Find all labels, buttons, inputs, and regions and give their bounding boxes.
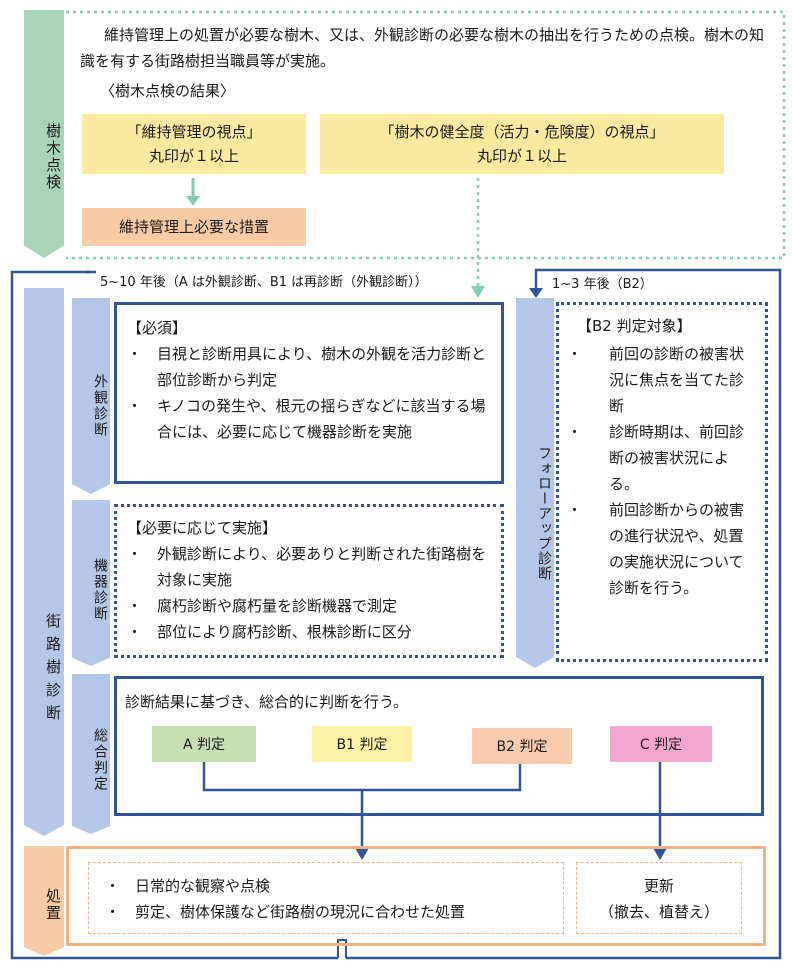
treatment-item-1: 日常的な観察や点検 xyxy=(105,873,553,899)
overall-judgement-bar: 総合判定 xyxy=(72,674,110,834)
interval-followup-label: 1~3 年後（B2） xyxy=(552,277,653,292)
diagnosis-side-label: 街路樹診断 xyxy=(44,612,62,728)
instrument-item-1: 外観診断により、必要ありと判断された街路樹を対象に実施 xyxy=(127,541,487,593)
box-maintenance-viewpoint: 「維持管理の視点」 丸印が１以上 xyxy=(82,114,306,174)
verdict-b2: B2 判定 xyxy=(472,728,572,764)
followup-diagnosis-heading: 【B2 判定対象】 xyxy=(577,317,692,335)
inspection-dotted-frame xyxy=(66,10,786,260)
instrument-item-2: 腐朽診断や腐朽量を診断機器で測定 xyxy=(127,593,487,619)
visual-diagnosis-label: 外観診断 xyxy=(92,374,108,438)
followup-item-3: 前回診断からの被害の進行状況や、処置の実施状況について診断を行う。 xyxy=(567,497,753,601)
box-maintenance-measures: 維持管理上必要な措置 xyxy=(82,208,306,246)
instrument-diagnosis-heading: 【必要に応じて実施】 xyxy=(127,519,278,537)
renewal-box: 更新 （撤去、植替え） xyxy=(576,862,742,934)
diagnosis-blue-frame-right xyxy=(346,268,782,960)
box-health-line2: 丸印が１以上 xyxy=(476,147,567,165)
box-health-viewpoint: 「樹木の健全度（活力・危険度）の視点」 丸印が１以上 xyxy=(320,114,724,174)
renewal-detail: （撤去、植替え） xyxy=(598,903,719,921)
followup-diagnosis-label: フォローアップ診断 xyxy=(536,445,552,581)
treatment-item-2: 剪定、樹体保護など街路樹の現況に合わせた処置 xyxy=(105,899,553,925)
interval-main-label: 5~10 年後（A は外観診断、B1 は再診断（外観診断）） xyxy=(100,275,428,290)
inspection-description: 維持管理上の処置が必要な樹木、又は、外観診断の必要な樹木の抽出を行うための点検。… xyxy=(80,26,765,70)
box-health-line1: 「樹木の健全度（活力・危険度）の視点」 xyxy=(379,123,665,141)
loop-bottom xyxy=(337,939,347,958)
treatment-items-box: 日常的な観察や点検 剪定、樹体保護など街路樹の現況に合わせた処置 xyxy=(88,862,564,934)
arrowhead-followup xyxy=(529,288,543,298)
diagnosis-side-bar: 街路樹診断 xyxy=(24,288,64,836)
inspection-results-heading: 〈樹木点検の結果〉 xyxy=(100,82,236,100)
instrument-diagnosis-box: 【必要に応じて実施】 外観診断により、必要ありと判断された街路樹を対象に実施 腐… xyxy=(114,504,504,658)
followup-item-1: 前回の診断の被害状況に焦点を当てた診断 xyxy=(567,341,753,419)
overall-judgement-box: 診断結果に基づき、総合的に判断を行う。 xyxy=(114,676,764,816)
visual-diagnosis-heading: 【必須】 xyxy=(127,319,188,337)
followup-item-2: 診断時期は、前回診断の被害状況による。 xyxy=(567,419,753,497)
arrowhead-treatment xyxy=(355,848,369,860)
box-maintenance-line1: 「維持管理の視点」 xyxy=(126,123,262,141)
arrowhead-health xyxy=(471,286,485,298)
treatment-outer-box xyxy=(66,846,766,946)
overall-judgement-label: 総合判定 xyxy=(92,728,108,792)
box-maintenance-line2: 丸印が１以上 xyxy=(148,147,239,165)
inspection-side-label: 樹木点検 xyxy=(44,123,62,191)
arrowhead-maintenance xyxy=(186,196,200,206)
overall-description: 診断結果に基づき、総合的に判断を行う。 xyxy=(125,693,409,711)
followup-diagnosis-bar: フォローアップ診断 xyxy=(516,298,554,668)
visual-diagnosis-bar: 外観診断 xyxy=(72,298,110,494)
renewal-title: 更新 xyxy=(643,877,674,895)
instrument-diagnosis-bar: 機器診断 xyxy=(72,500,110,666)
arrowhead-renewal xyxy=(653,848,667,860)
followup-diagnosis-box: 【B2 判定対象】 前回の診断の被害状況に焦点を当てた診断 診断時期は、前回診断… xyxy=(556,302,768,662)
verdict-b1: B1 判定 xyxy=(312,726,412,762)
verdict-c: C 判定 xyxy=(610,726,712,762)
instrument-item-3: 部位により腐朽診断、根株診断に区分 xyxy=(127,619,487,645)
visual-item-2: キノコの発生や、根元の揺らぎなどに該当する場合には、必要に応じて機器診断を実施 xyxy=(127,393,487,445)
treatment-side-label: 処置 xyxy=(44,888,62,922)
treatment-side-bar: 処置 xyxy=(24,846,64,956)
verdict-a: A 判定 xyxy=(152,726,256,762)
visual-item-1: 目視と診断用具により、樹木の外観を活力診断と部位診断から判定 xyxy=(127,341,487,393)
inspection-side-bar: 樹木点検 xyxy=(24,10,64,258)
visual-diagnosis-box: 【必須】 目視と診断用具により、樹木の外観を活力診断と部位診断から判定 キノコの… xyxy=(114,302,504,484)
diagnosis-blue-frame xyxy=(10,270,338,960)
instrument-diagnosis-label: 機器診断 xyxy=(92,558,108,622)
